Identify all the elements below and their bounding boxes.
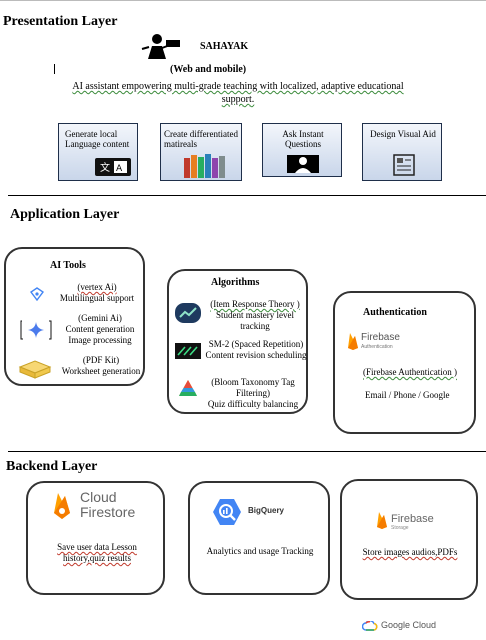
firestore-desc: Save user data Lesson history,quiz resul…	[57, 542, 137, 563]
ai-tool-desc: Content generation Image processing	[65, 324, 135, 345]
google-cloud-icon	[362, 621, 378, 631]
pdfkit-icon	[18, 359, 52, 379]
firebase-storage-logo: Firebase	[391, 513, 434, 525]
bigquery-desc: Analytics and usage Tracking	[206, 546, 314, 556]
app-description: AI assistant empowering multi-grade teac…	[72, 81, 404, 105]
firestore-logo-line1: Cloud	[80, 489, 117, 505]
authentication-box: Authentication Firebase Authentication (…	[333, 291, 476, 434]
feature-label: Create differentiated matireals	[164, 129, 239, 149]
platform-label: (Web and mobile)	[170, 64, 247, 75]
firebase-auth-logo: Firebase Authentication	[347, 330, 413, 354]
bigquery-logo: BigQuery	[248, 506, 285, 515]
firebase-logo-sub: Authentication	[361, 344, 393, 350]
text-cursor	[54, 64, 55, 74]
gemini-icon	[20, 319, 52, 341]
ai-tools-title: AI Tools	[50, 260, 86, 271]
ai-tool-name: (PDF Kit)	[82, 355, 120, 365]
firestore-logo-line2: Firestore	[80, 504, 136, 520]
algo-desc: Content revision scheduling	[205, 350, 307, 360]
sm2-icon	[175, 343, 201, 359]
bloom-pyramid-icon	[178, 379, 198, 397]
bigquery-icon	[213, 499, 241, 525]
ai-tool-desc: Multilingual support	[59, 293, 135, 303]
books-icon	[183, 152, 229, 178]
algo-name: (Item Response Theory )	[210, 299, 300, 309]
algorithms-title: Algorithms	[211, 277, 260, 288]
person-question-icon	[287, 155, 319, 173]
irt-chart-icon	[175, 303, 201, 323]
feature-differentiated-materials: Create differentiated matireals	[160, 123, 242, 181]
algo-desc: Quiz difficulty balancing	[207, 399, 299, 409]
top-divider	[0, 0, 486, 1]
firebase-logo-text: Firebase	[361, 332, 400, 343]
ai-tool-desc: Worksheet generation	[61, 366, 141, 376]
firebase-storage-sub: Storage	[391, 525, 409, 531]
feature-visual-aid: Design Visual Aid	[362, 123, 442, 181]
algo-irt: (Item Response Theory ) Student mastery …	[203, 299, 307, 332]
svg-text:文: 文	[100, 161, 110, 174]
app-name: SAHAYAK	[200, 41, 249, 52]
svg-text:A: A	[116, 164, 123, 174]
ai-tool-name: (vertex Ai)	[77, 282, 117, 292]
vertex-ai-icon	[29, 287, 45, 302]
auth-methods: Email / Phone / Google	[365, 390, 450, 400]
ai-tools-box: AI Tools (vertex Ai) Multilingual suppor…	[4, 247, 145, 386]
firestore-logo: Cloud Firestore	[80, 490, 135, 520]
visual-aid-icon	[393, 154, 415, 176]
firebase-storage-desc: Store images audios,PDFs	[362, 547, 458, 557]
divider-application	[8, 451, 486, 452]
backend-layer-title: Backend Layer	[6, 459, 98, 474]
firebase-auth-service: (Firebase Authentication )	[363, 367, 457, 377]
algo-bloom: (Bloom Taxonomy Tag Filtering) Quiz diff…	[197, 377, 309, 410]
presentation-layer-title: Presentation Layer	[3, 14, 118, 29]
google-cloud-logo: Google Cloud	[381, 620, 437, 630]
ai-tool-gemini: (Gemini Ai) Content generation Image pro…	[56, 313, 144, 346]
firebase-storage-box: Firebase Storage Store images audios,PDF…	[340, 479, 478, 600]
firebase-storage-icon	[377, 512, 387, 529]
firestore-icon	[54, 493, 70, 519]
ai-tool-name: (Gemini Ai)	[78, 313, 122, 323]
teacher-icon	[140, 33, 184, 61]
feature-label: Generate local Language content	[65, 129, 130, 149]
firestore-box: Cloud Firestore Save user data Lesson hi…	[26, 481, 165, 595]
algo-sm2: SM-2 (Spaced Repetition) Content revisio…	[203, 339, 309, 361]
ai-tool-vertex: (vertex Ai) Multilingual support	[50, 282, 144, 304]
application-layer-title: Application Layer	[10, 207, 120, 222]
feature-ask-questions: Ask Instant Questions	[262, 123, 342, 177]
algo-name: (Bloom Taxonomy Tag Filtering)	[211, 377, 295, 398]
bigquery-box: BigQuery Analytics and usage Tracking	[188, 481, 330, 595]
firebase-icon	[348, 333, 358, 350]
authentication-title: Authentication	[363, 307, 427, 318]
feature-label: Ask Instant Questions	[282, 129, 324, 149]
divider-presentation	[8, 195, 486, 196]
algo-desc: Student mastery level tracking	[216, 310, 294, 331]
feature-label: Design Visual Aid	[370, 129, 436, 139]
algo-name: SM-2 (Spaced Repetition)	[208, 339, 304, 349]
algorithms-box: Algorithms (Item Response Theory ) Stude…	[167, 269, 308, 414]
ai-tool-pdfkit: (PDF Kit) Worksheet generation	[56, 355, 146, 377]
